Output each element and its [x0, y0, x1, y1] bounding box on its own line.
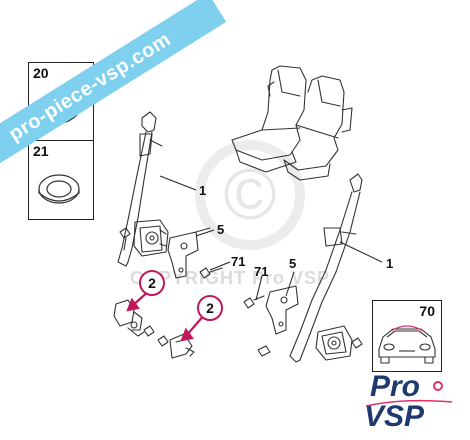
logo-line2: VSP [364, 400, 425, 433]
part-label-anchor-left: 5 [217, 222, 225, 237]
part-label-belt-right: 1 [386, 256, 394, 271]
right-bolt [243, 295, 265, 309]
leader-anchor-right [285, 271, 295, 297]
part-label-bolt-right: 71 [254, 264, 269, 279]
leader-belt-right [339, 241, 383, 263]
inset-box-label: 70 [419, 303, 435, 319]
right-anchor-bracket [265, 285, 299, 335]
left-anchor-bracket [167, 227, 211, 279]
leader-bolt-left [209, 261, 231, 271]
part-label-bolt-left: 71 [231, 254, 246, 269]
leader-belt-left [159, 175, 197, 191]
car-front-icon [378, 325, 436, 364]
inset-box-label: 20 [33, 65, 49, 81]
callout-arrowhead-2 [180, 327, 194, 342]
part-label-anchor-right: 5 [289, 256, 297, 271]
seats-illustration [231, 65, 353, 181]
left-buckle [113, 299, 195, 359]
logo-swoosh-icon [365, 381, 453, 407]
callout-badge: 2 [139, 270, 165, 296]
left-bolt [199, 267, 223, 279]
copyright-watermark-icon: © [195, 140, 305, 250]
part-label-belt-left: 1 [199, 183, 207, 198]
leader-anchor-left [195, 229, 215, 237]
callout-arrowhead-1 [126, 297, 140, 312]
left-seatbelt [117, 111, 169, 267]
right-seatbelt [257, 173, 363, 363]
provsp-logo: Pro VSP [362, 370, 462, 436]
inset-box-70: 70 [372, 300, 442, 372]
callout-badge: 2 [197, 295, 223, 321]
inset-box-label: 21 [33, 143, 49, 159]
washer-icon [38, 174, 80, 204]
inset-box-21: 21 [28, 140, 94, 220]
leader-bolt-right [255, 275, 263, 301]
logo-line1: Pro [370, 370, 421, 403]
